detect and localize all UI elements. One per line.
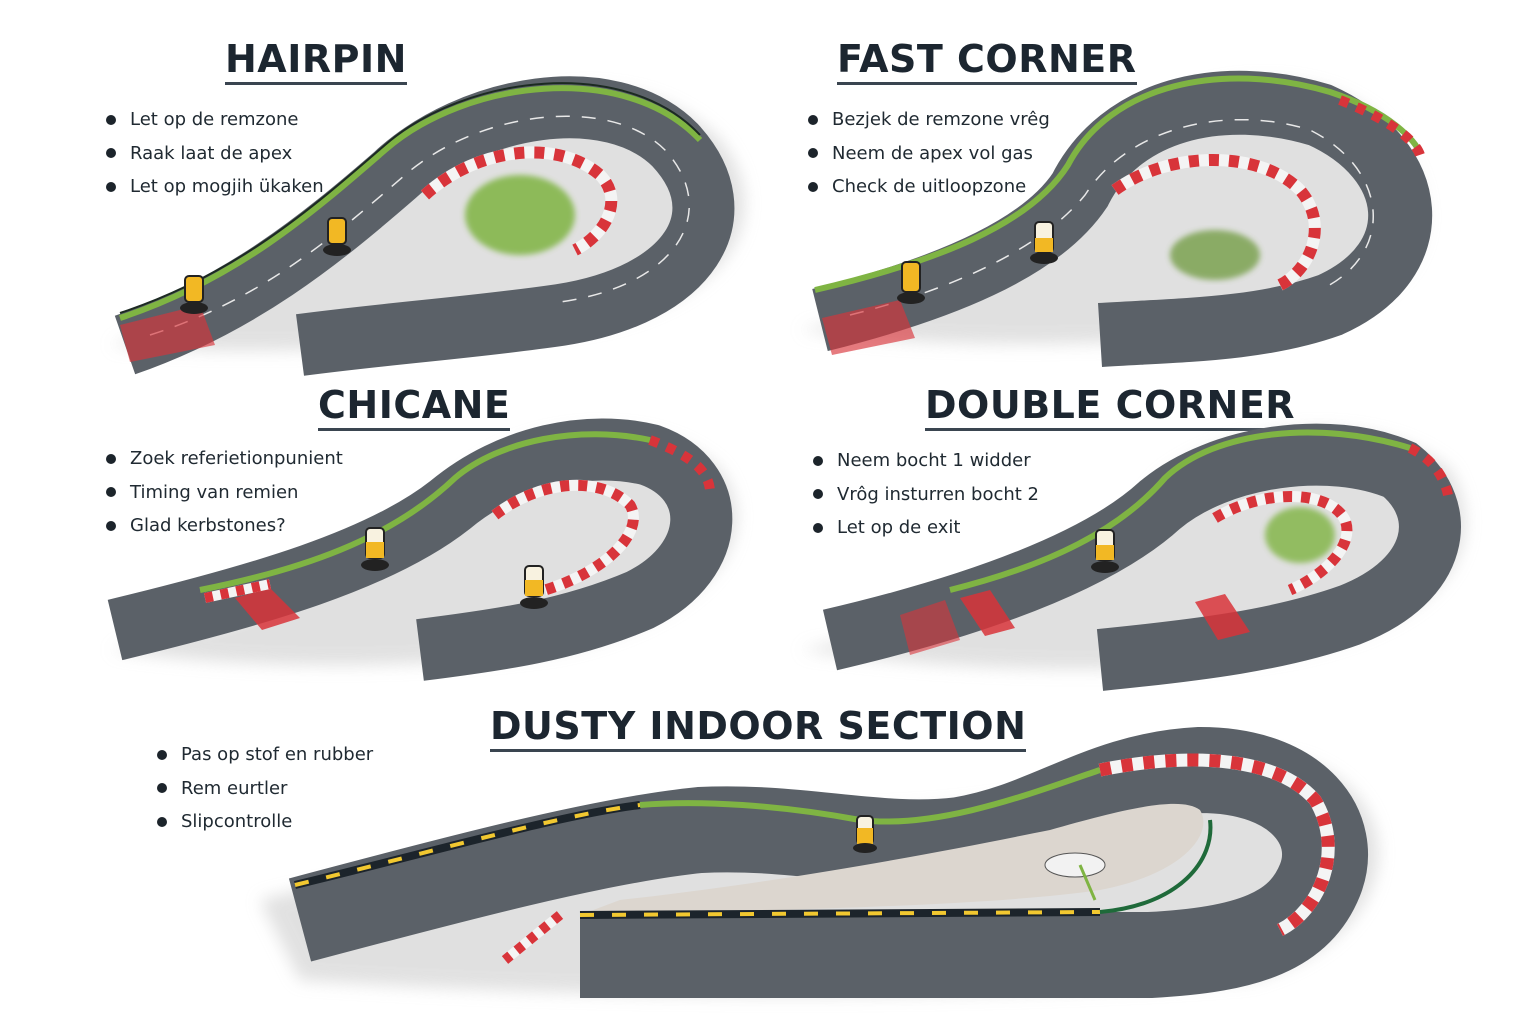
bullet-icon	[106, 181, 116, 192]
tip-item: Rem eurtler	[157, 772, 373, 806]
bullet-icon	[157, 749, 167, 760]
bullet-icon	[106, 520, 116, 531]
tips-list-fast-corner: Bezjek de remzone vrêg Neem de apex vol …	[808, 103, 1050, 204]
tip-item: Vrôg insturren bocht 2	[813, 478, 1039, 512]
section-title-hairpin: HAIRPIN	[225, 39, 407, 85]
bullet-icon	[813, 489, 823, 500]
tips-list-hairpin: Let op de remzone Raak laat de apex Let …	[106, 103, 324, 204]
tip-item: Let op de remzone	[106, 103, 324, 137]
tip-item: Timing van remien	[106, 476, 343, 510]
tip-item: Neem bocht 1 widder	[813, 444, 1039, 478]
bullet-icon	[106, 487, 116, 498]
tip-item: Raak laat de apex	[106, 137, 324, 171]
bullet-icon	[808, 181, 818, 192]
cone-icon	[520, 565, 548, 609]
cone-icon	[323, 217, 351, 256]
tip-item: Zoek referietionpunient	[106, 442, 343, 476]
cone-icon	[1091, 529, 1119, 573]
cone-icon	[180, 275, 208, 314]
bullet-icon	[157, 783, 167, 794]
bullet-icon	[813, 455, 823, 466]
tip-item: Let op mogjih ükaken	[106, 170, 324, 204]
section-title-dusty-indoor-section: DUSTY INDOOR SECTION	[490, 706, 1027, 752]
bullet-icon	[808, 114, 818, 125]
section-title-chicane: CHICANE	[318, 385, 511, 431]
tip-item: Glad kerbstones?	[106, 509, 343, 543]
tip-item: Check de uitloopzone	[808, 170, 1050, 204]
tips-list-dusty-indoor-section: Pas op stof en rubber Rem eurtler Slipco…	[157, 738, 373, 839]
cone-icon	[361, 527, 389, 571]
tips-list-chicane: Zoek referietionpunient Timing van remie…	[106, 442, 343, 543]
bullet-icon	[808, 148, 818, 159]
bullet-icon	[106, 114, 116, 125]
tip-item: Bezjek de remzone vrêg	[808, 103, 1050, 137]
cone-icon	[1030, 221, 1058, 264]
cone-icon	[897, 261, 925, 304]
section-title-fast-corner: FAST CORNER	[837, 39, 1137, 85]
tip-item: Slipcontrolle	[157, 805, 373, 839]
section-title-double-corner: DOUBLE CORNER	[925, 385, 1296, 431]
cone-icon	[853, 815, 877, 853]
tip-item: Let op de exit	[813, 511, 1039, 545]
tips-list-double-corner: Neem bocht 1 widder Vrôg insturren bocht…	[813, 444, 1039, 545]
tip-item: Pas op stof en rubber	[157, 738, 373, 772]
bullet-icon	[106, 148, 116, 159]
bullet-icon	[106, 453, 116, 464]
bullet-icon	[157, 816, 167, 827]
tip-item: Neem de apex vol gas	[808, 137, 1050, 171]
bullet-icon	[813, 522, 823, 533]
